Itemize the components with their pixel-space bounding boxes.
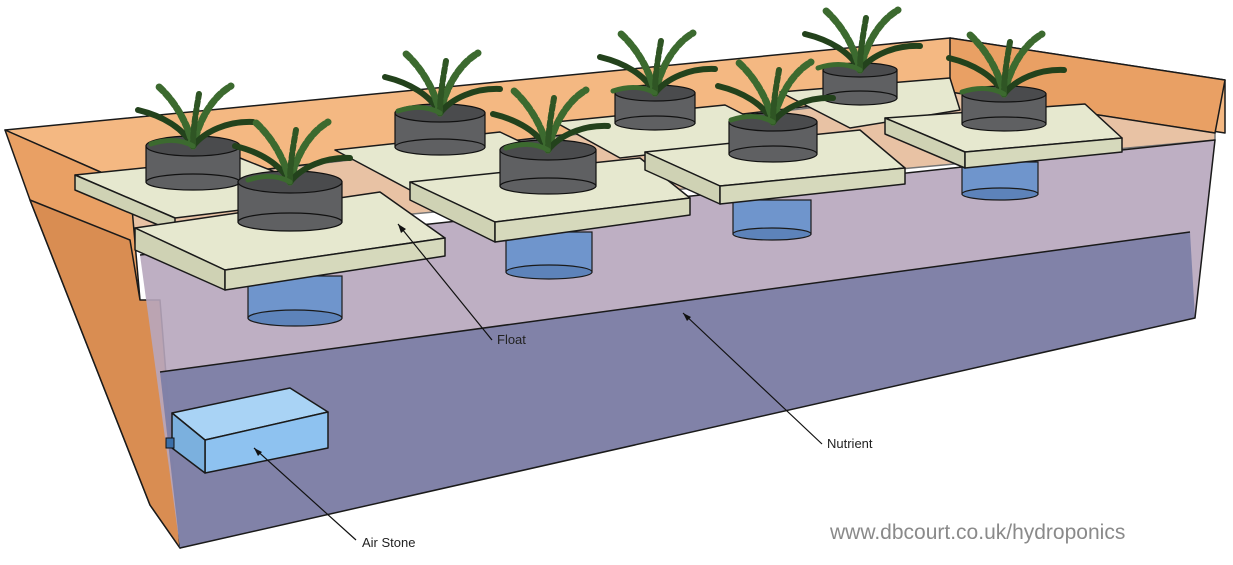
air-stone-label: Air Stone: [362, 535, 415, 550]
nutrient-label: Nutrient: [827, 436, 873, 451]
leader-lines: [253, 223, 823, 541]
float-label: Float: [497, 332, 526, 347]
root-cup: [732, 199, 812, 241]
air-stone: [165, 387, 329, 474]
net-pot: [237, 170, 343, 232]
watermark: www.dbcourt.co.uk/hydroponics: [829, 521, 1125, 544]
net-pot: [145, 135, 241, 191]
